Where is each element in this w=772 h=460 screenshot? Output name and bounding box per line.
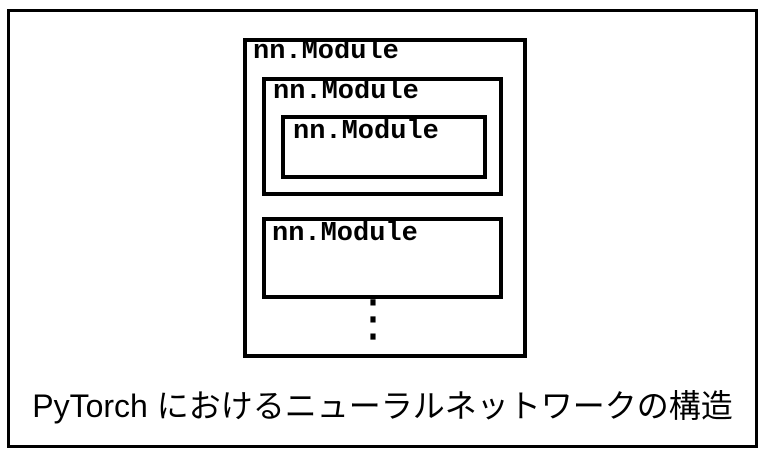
vertical-ellipsis-icon: ⋮	[348, 289, 398, 347]
module-label-inner: nn.Module	[293, 117, 439, 147]
module-box-inner	[281, 115, 487, 179]
module-label-outer: nn.Module	[253, 37, 399, 67]
module-box-sibling	[262, 217, 503, 299]
module-label-sibling: nn.Module	[272, 219, 418, 249]
figure-caption: PyTorch におけるニューラルネットワークの構造	[32, 388, 733, 424]
module-label-group: nn.Module	[273, 77, 419, 107]
